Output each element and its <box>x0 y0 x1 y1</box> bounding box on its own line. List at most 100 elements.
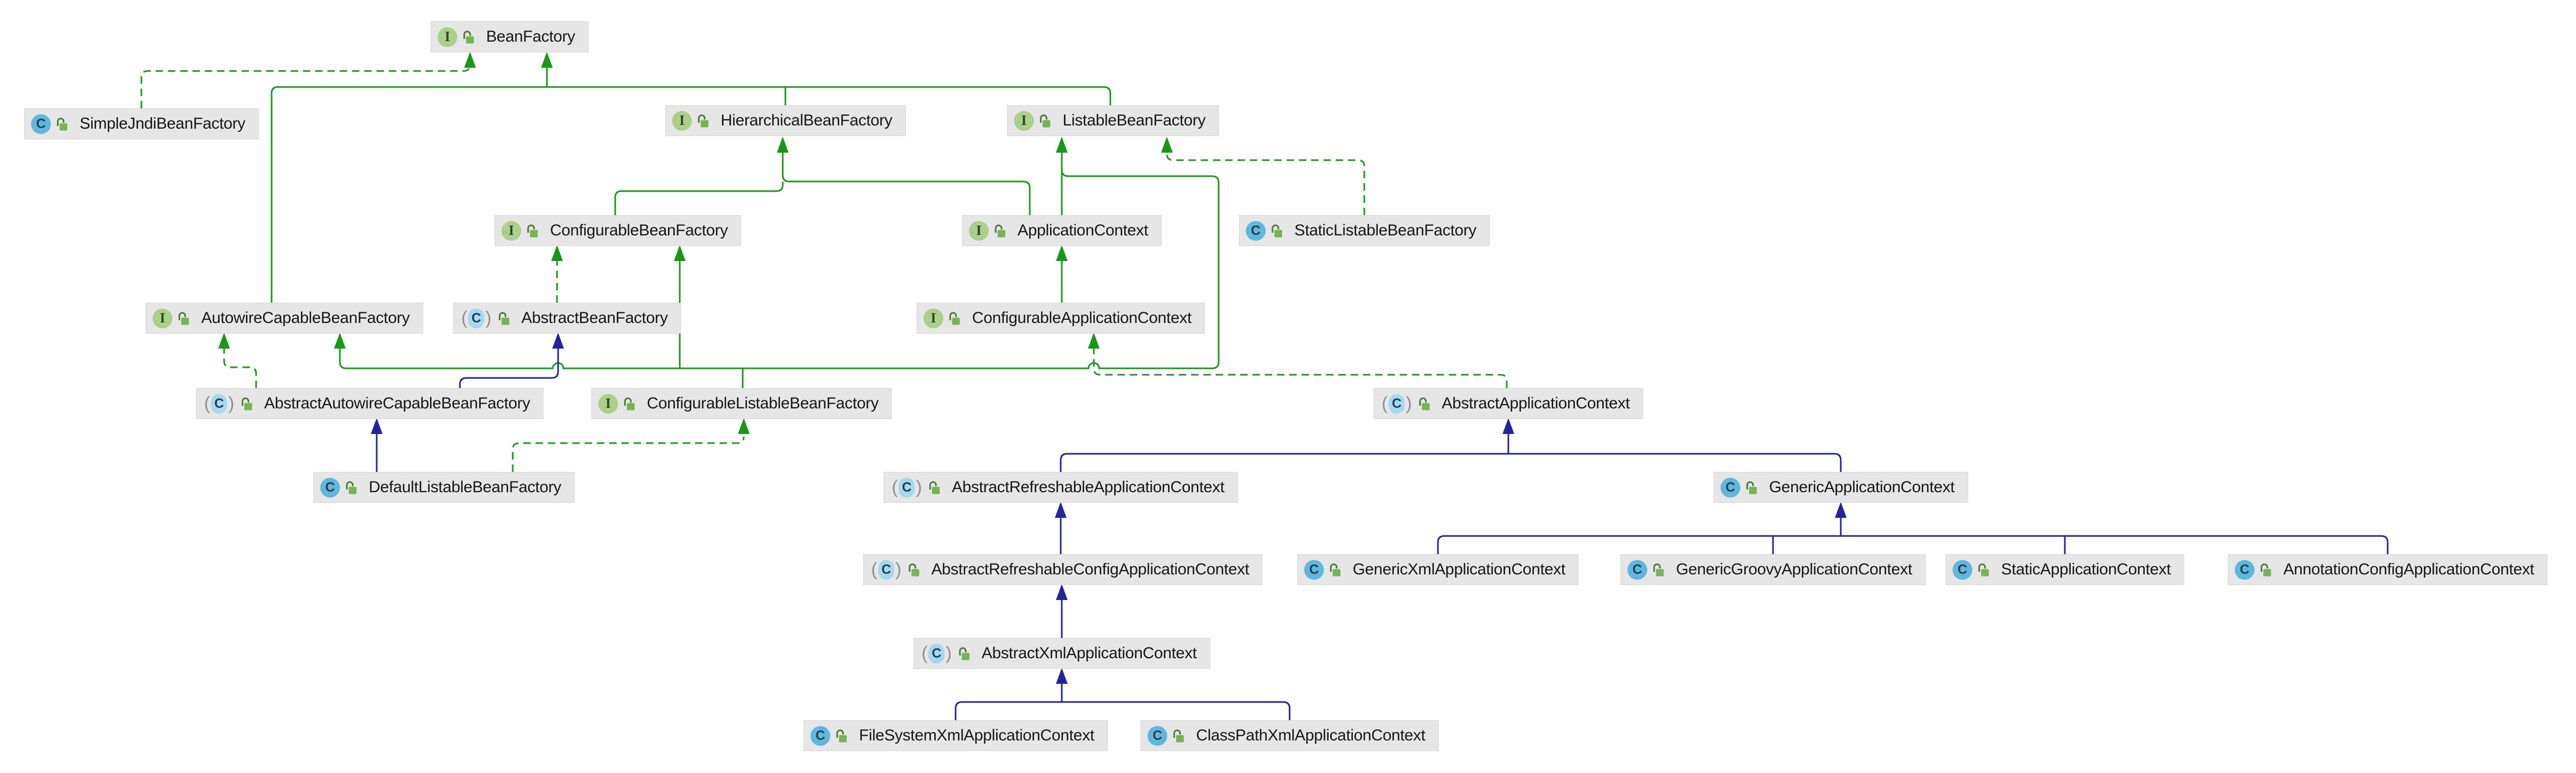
lock-icon <box>346 481 357 494</box>
arrowhead-abstractautowirecapablebeanfactory-extends-abstractbeanfactory <box>552 333 564 349</box>
lock-icon <box>241 397 252 410</box>
abstract-class-icon: (C) <box>892 477 922 498</box>
class-name-label: AbstractAutowireCapableBeanFactory <box>264 395 530 412</box>
arrowhead-abstractbeanfactory-implements-configurablebeanfactory <box>551 245 563 261</box>
lock-icon <box>1419 397 1430 410</box>
interface-icon: I <box>501 220 521 241</box>
arrowhead-abstractrefreshableconfig-extends-abstractrefreshable <box>1055 502 1067 518</box>
arrowhead-listablebeanfactory-children <box>674 245 686 261</box>
interface-icon: I <box>153 308 173 328</box>
interface-icon: I <box>969 220 989 241</box>
interface-icon: I <box>923 308 943 328</box>
edge-hierarchicalbeanfactory-children[interactable] <box>614 182 784 215</box>
lock-icon <box>463 30 474 43</box>
diagram-node-AbstractApplicationContext[interactable]: (C) AbstractApplicationContext <box>1373 388 1643 419</box>
diagram-node-GenericXmlApplicationContext[interactable]: C GenericXmlApplicationContext <box>1297 554 1579 585</box>
arrowhead-abstractxmlapplicationcontext-children <box>1056 668 1068 684</box>
edge-abstractapplicationcontext-children[interactable] <box>1060 453 1842 472</box>
diagram-node-FileSystemXmlApplicationContext[interactable]: C FileSystemXmlApplicationContext <box>804 720 1108 751</box>
edge-beanfactory-generalizations[interactable] <box>271 86 1111 303</box>
edge-defaultlistablebeanfactory-implements-configurablelistablebeanfactory[interactable] <box>512 436 745 472</box>
lock-icon <box>527 224 538 237</box>
arrowhead-abstractxml-extends-abstractrefreshableconfig <box>1056 584 1068 600</box>
lock-icon <box>1271 224 1282 237</box>
lock-icon <box>698 114 709 127</box>
lock-icon <box>1653 563 1664 576</box>
edge-abstractxmlapplicationcontext-children[interactable] <box>955 701 1291 720</box>
diagram-node-AbstractXmlApplicationContext[interactable]: (C) AbstractXmlApplicationContext <box>913 638 1210 669</box>
edge-hierarchicalbeanfactory-children[interactable] <box>782 153 1031 215</box>
abstract-class-icon: (C) <box>1381 393 1412 414</box>
lock-icon <box>2260 563 2271 576</box>
edge-simplejndibeanfactory-implements-beanfactory[interactable] <box>140 64 471 108</box>
diagram-node-AnnotationConfigApplicationContext[interactable]: C AnnotationConfigApplicationContext <box>2228 554 2548 585</box>
class-name-label: DefaultListableBeanFactory <box>369 478 561 496</box>
arrowhead-abstractautowirecapablebeanfactory-implements-autowirecapablebeanfactory <box>218 333 230 349</box>
class-name-label: AbstractXmlApplicationContext <box>981 644 1197 662</box>
class-icon: C <box>1627 559 1648 580</box>
arrowhead-staticlistablebeanfactory-implements-listablebeanfactory <box>1161 137 1173 153</box>
class-icon: C <box>810 725 831 746</box>
diagram-node-AbstractAutowireCapableBeanFactory[interactable]: (C) AbstractAutowireCapableBeanFactory <box>196 388 544 419</box>
class-name-label: GenericGroovyApplicationContext <box>1676 561 1912 578</box>
lock-icon <box>908 563 919 576</box>
class-icon: C <box>1720 477 1740 498</box>
arrowhead-configurableapplicationcontext-extends-applicationcontext <box>1056 245 1068 261</box>
class-icon: C <box>2235 559 2255 580</box>
arrowhead-genericapplicationcontext-children <box>1835 502 1847 518</box>
class-name-label: BeanFactory <box>486 28 575 45</box>
arrowhead-hierarchicalbeanfactory-children <box>777 137 789 153</box>
interface-icon: I <box>672 111 692 131</box>
edge-genericapplicationcontext-children[interactable] <box>1437 535 2389 554</box>
lock-icon <box>1978 563 1989 576</box>
interface-icon: I <box>598 393 618 414</box>
class-name-label: AbstractRefreshableApplicationContext <box>951 478 1225 496</box>
diagram-node-ApplicationContext[interactable]: I ApplicationContext <box>962 215 1162 246</box>
class-name-label: ApplicationContext <box>1017 222 1148 239</box>
lock-icon <box>1173 729 1184 742</box>
lock-icon <box>624 397 635 410</box>
diagram-node-AbstractBeanFactory[interactable]: (C)AbstractBeanFactory <box>453 303 681 334</box>
diagram-node-AbstractRefreshableApplicationContext[interactable]: (C) AbstractRefreshableApplicationContext <box>884 472 1238 503</box>
class-name-label: ListableBeanFactory <box>1062 112 1206 129</box>
arrowhead-abstractapplicationcontext-children <box>1502 418 1514 434</box>
diagram-node-GenericApplicationContext[interactable]: C GenericApplicationContext <box>1713 472 1968 503</box>
diagram-node-GenericGroovyApplicationContext[interactable]: C GenericGroovyApplicationContext <box>1620 554 1926 585</box>
lock-icon <box>1330 563 1341 576</box>
lock-icon <box>929 481 940 494</box>
class-name-label: AbstractApplicationContext <box>1442 395 1630 412</box>
class-name-label: GenericApplicationContext <box>1769 478 1955 496</box>
edge-listablebeanfactory-children[interactable] <box>339 169 1220 369</box>
class-icon: C <box>1304 559 1324 580</box>
edge-abstractautowirecapablebeanfactory-extends-abstractbeanfactory[interactable] <box>459 349 559 388</box>
edge-abstractautowirecapablebeanfactory-implements-autowirecapablebeanfactory[interactable] <box>223 349 257 388</box>
abstract-class-icon: (C) <box>921 643 952 664</box>
diagram-node-AbstractRefreshableConfigApplicationContext[interactable]: (C)AbstractRefreshableConfigApplicationC… <box>863 554 1263 585</box>
lock-icon <box>959 647 969 660</box>
lock-icon <box>949 312 960 325</box>
abstract-class-icon: (C) <box>204 393 235 414</box>
class-icon: C <box>1245 220 1266 241</box>
edge-staticlistablebeanfactory-implements-listablebeanfactory[interactable] <box>1166 153 1365 215</box>
abstract-class-icon: (C) <box>461 307 492 328</box>
class-icon: C <box>1147 725 1167 746</box>
class-name-label: AnnotationConfigApplicationContext <box>2283 561 2534 578</box>
class-name-label: GenericXmlApplicationContext <box>1353 561 1565 578</box>
class-name-label: StaticListableBeanFactory <box>1294 222 1477 239</box>
class-name-label: FileSystemXmlApplicationContext <box>859 727 1094 744</box>
lock-icon <box>1746 481 1757 494</box>
abstract-class-icon: (C) <box>871 559 902 580</box>
diagram-node-StaticListableBeanFactory[interactable]: C StaticListableBeanFactory <box>1238 215 1490 246</box>
